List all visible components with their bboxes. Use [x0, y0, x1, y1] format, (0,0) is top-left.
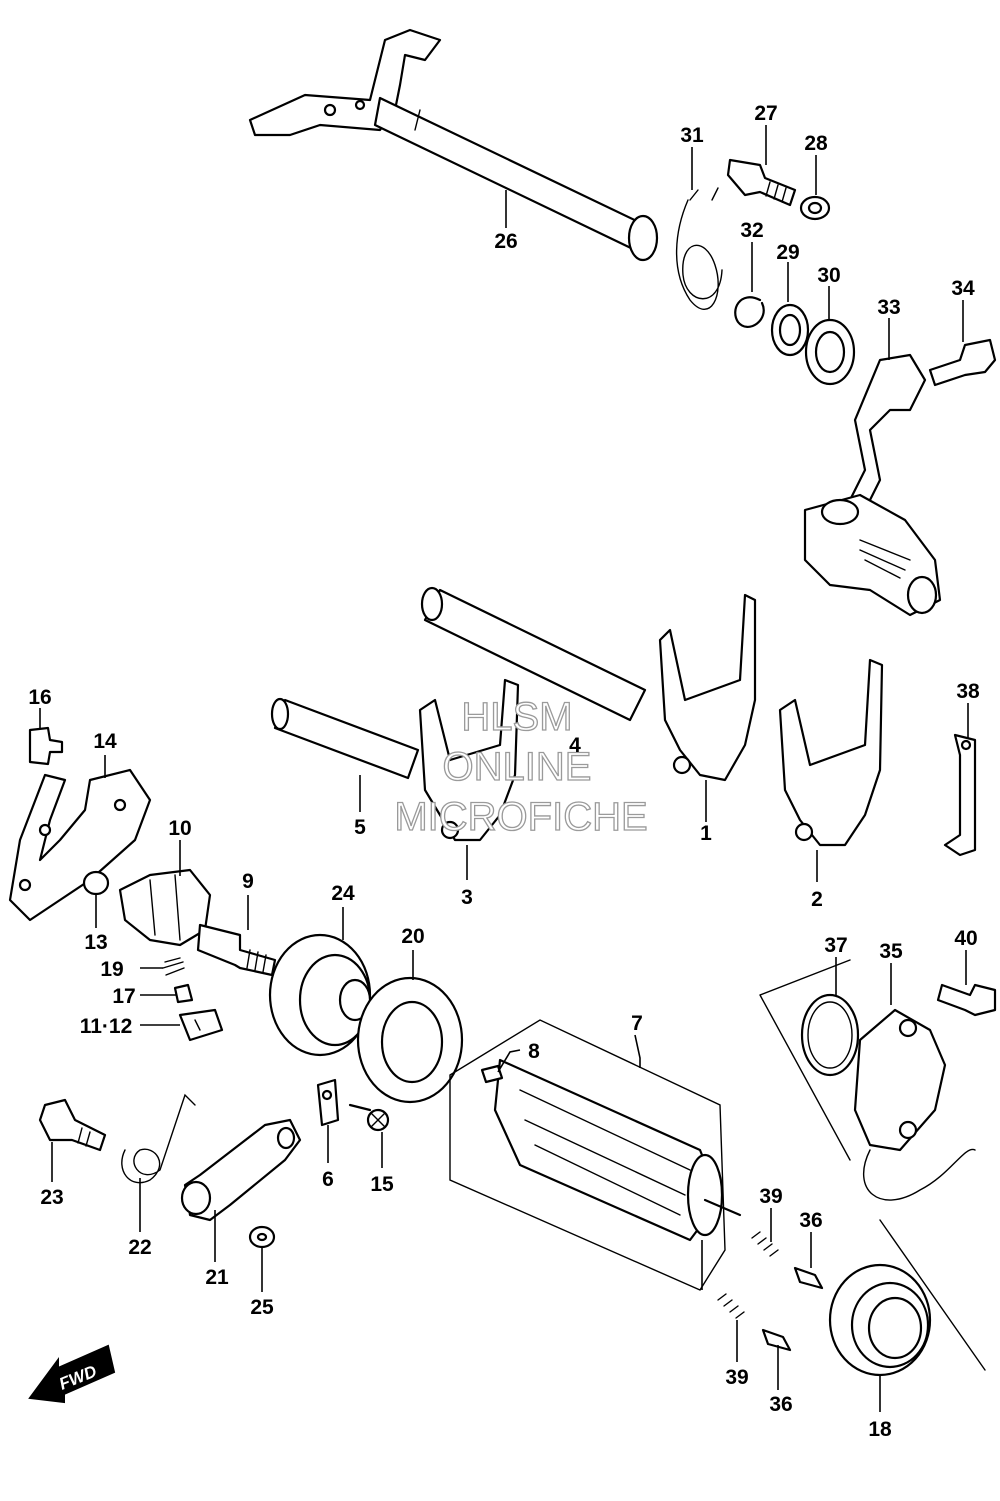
callout-26: 26: [494, 230, 517, 253]
gearshift-shaft-part: [248, 28, 659, 262]
pin-17-part: [173, 983, 194, 1004]
callout-39-upper: 39: [759, 1185, 782, 1208]
callout-31: 31: [680, 124, 704, 147]
callout-1: 1: [700, 822, 712, 845]
stopper-plate-14-part: [8, 768, 152, 922]
watermark-line-2: ONLINE: [443, 745, 592, 789]
switch-cover-35-part: [853, 1008, 976, 1201]
fwd-direction-badge: FWD: [28, 1344, 116, 1404]
callout-37: 37: [824, 934, 847, 957]
plate-6-part: [316, 1078, 340, 1127]
spring-19-part: [162, 957, 185, 976]
callout-labels: 1 2 3 4 5 6 7 8 9 10 11·12 13 14 15 16 1…: [28, 102, 980, 1441]
callout-39-lower: 39: [725, 1366, 748, 1389]
gearshift-lever-33-part: [803, 353, 942, 617]
callout-18: 18: [868, 1418, 892, 1441]
needle-bearing-18-part: [828, 1263, 932, 1377]
watermark-line-3: MICROFICHE: [394, 795, 647, 839]
callout-14: 14: [93, 730, 117, 753]
fwd-arrow-icon: [28, 1344, 116, 1404]
bolt-23-part: [38, 1098, 107, 1152]
spring-39-upper-part: [751, 1231, 779, 1257]
fork-shaft-5-part: [270, 697, 420, 780]
bolt-40-part: [936, 983, 997, 1017]
callout-6: 6: [322, 1168, 334, 1191]
callout-16: 16: [28, 686, 51, 709]
assembly-frame-35: [759, 959, 986, 1371]
shift-fork-3-part: [418, 678, 520, 842]
callout-35: 35: [879, 940, 903, 963]
leader-lines: [39, 125, 969, 1412]
bolt-9-part: [196, 923, 277, 977]
callout-36-upper: 36: [799, 1209, 822, 1232]
callout-13: 13: [84, 931, 107, 954]
callout-25: 25: [250, 1296, 274, 1319]
screw-16-part: [28, 726, 64, 766]
callout-38: 38: [956, 680, 980, 703]
pin-8-part: [480, 1064, 504, 1084]
callout-34: 34: [951, 277, 975, 300]
callout-33: 33: [877, 296, 900, 319]
washer-13-part: [82, 870, 110, 896]
callout-19: 19: [100, 958, 123, 981]
washer-28-part: [799, 195, 831, 221]
callout-4: 4: [569, 734, 581, 757]
callout-15: 15: [370, 1173, 394, 1196]
return-spring-31-part: [675, 187, 723, 310]
circlip-32-part: [734, 296, 765, 328]
callout-36-lower: 36: [769, 1393, 792, 1416]
callout-8: 8: [528, 1040, 540, 1063]
bearing-20-part: [356, 976, 464, 1104]
gear-shift-cam-7-part: [493, 1058, 742, 1242]
oil-seal-30-part: [804, 318, 856, 386]
o-ring-37-part: [800, 993, 860, 1077]
washer-25-part: [248, 1225, 276, 1249]
callout-7: 7: [631, 1012, 643, 1035]
spring-22-part: [121, 1093, 196, 1184]
screw-15-part: [348, 1103, 390, 1132]
pin-36-upper-part: [793, 1266, 824, 1290]
callout-9: 9: [242, 870, 254, 893]
watermark-line-1: HLSM: [461, 695, 572, 739]
callout-2: 2: [811, 888, 823, 911]
pin-36-lower-part: [761, 1328, 792, 1352]
callout-29: 29: [776, 241, 799, 264]
callout-27: 27: [754, 102, 777, 125]
shift-fork-1-part: [658, 593, 757, 782]
callout-24: 24: [331, 882, 355, 905]
stopper-arm-21-part: [180, 1118, 302, 1222]
callout-11-12: 11·12: [80, 1015, 133, 1038]
shift-fork-2-part: [778, 658, 884, 847]
watermark: HLSM ONLINE MICROFICHE: [394, 694, 649, 839]
callout-22: 22: [128, 1236, 151, 1259]
callout-30: 30: [817, 264, 840, 287]
callout-5: 5: [354, 816, 366, 839]
spring-39-lower-part: [717, 1293, 745, 1319]
callout-10: 10: [168, 817, 191, 840]
callout-32: 32: [740, 219, 763, 242]
guide-38-part: [943, 733, 977, 857]
callout-3: 3: [461, 886, 473, 909]
bolt-27-part: [726, 158, 797, 207]
callout-40: 40: [954, 927, 977, 950]
callout-23: 23: [40, 1186, 63, 1209]
fork-shaft-4-part: [420, 586, 647, 722]
gear-shift-cam-24-part: [268, 933, 372, 1057]
washer-29-part: [770, 303, 810, 357]
bolt-34-part: [928, 338, 997, 387]
callout-21: 21: [205, 1266, 229, 1289]
plate-11-12-part: [178, 1008, 224, 1042]
callout-20: 20: [401, 925, 424, 948]
assembly-frame-7: [449, 1019, 726, 1291]
gear-shift-cam-10-part: [118, 868, 212, 947]
callout-17: 17: [112, 985, 135, 1008]
callout-28: 28: [804, 132, 828, 155]
